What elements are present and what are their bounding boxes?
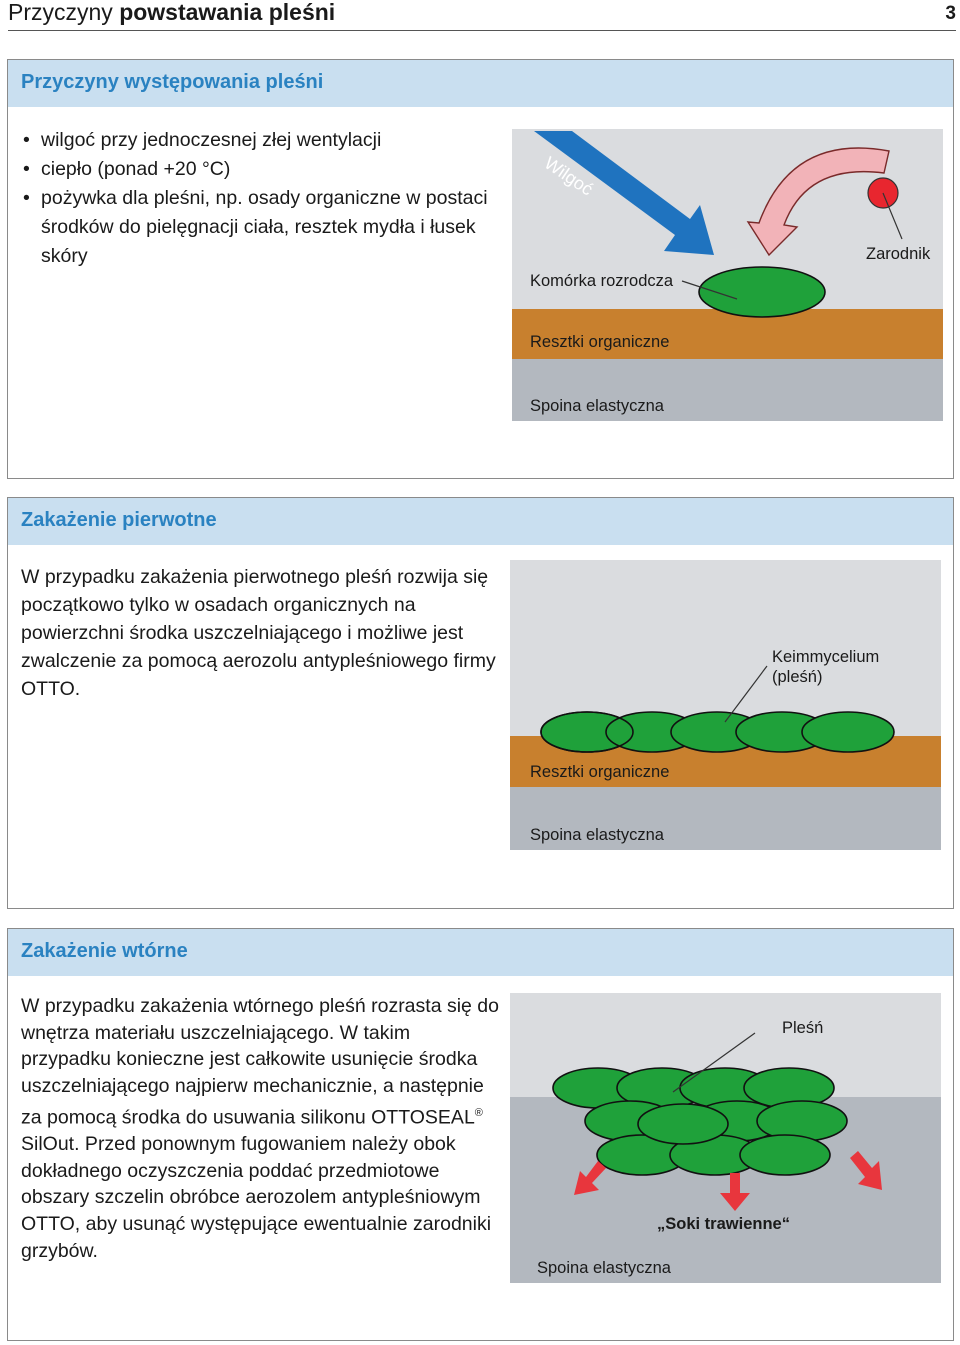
registered-mark: ® bbox=[474, 1106, 483, 1119]
mycelium-cell-icon bbox=[540, 711, 634, 753]
mycelium-label: Keimmycelium bbox=[772, 648, 879, 666]
mold-leader-line bbox=[672, 1032, 756, 1093]
digestive-juices-label: „Soki trawienne“ bbox=[657, 1215, 790, 1233]
mycelium-label-sub: (pleśń) bbox=[772, 668, 822, 686]
causes-list: wilgoć przy jednoczesnej złej wentylacji… bbox=[23, 126, 521, 271]
section-title: Przyczyny występowania pleśni bbox=[8, 60, 953, 107]
moisture-arrow-icon bbox=[534, 131, 714, 255]
mold-cell-icon bbox=[756, 1100, 848, 1142]
juice-arrow-down-icon bbox=[720, 1173, 750, 1211]
mold-cell-icon bbox=[637, 1103, 729, 1145]
mold-label: Pleśń bbox=[782, 1019, 823, 1037]
section-secondary-infection: Zakażenie wtórne W przypadku zakażenia w… bbox=[7, 928, 954, 1341]
secondary-infection-diagram: Pleśń „Soki trawienne“ Spoina elastyczna bbox=[510, 993, 941, 1283]
list-item: ciepło (ponad +20 °C) bbox=[23, 155, 521, 184]
organic-residue-label: Resztki organiczne bbox=[530, 763, 669, 781]
germ-cell-leader-line bbox=[681, 280, 738, 300]
joint-layer bbox=[510, 787, 941, 850]
spore-leader-line bbox=[882, 192, 903, 240]
juice-arrow-right-icon bbox=[850, 1151, 882, 1190]
primary-infection-diagram: Keimmycelium (pleśń) Resztki organiczne … bbox=[510, 560, 941, 850]
mold-causes-diagram: Wilgoć Zarodnik Komórka rozrodcza Resztk… bbox=[512, 129, 943, 421]
mycelium-cell-icon bbox=[801, 711, 895, 753]
spore-label: Zarodnik bbox=[866, 245, 931, 263]
section-title: Zakażenie pierwotne bbox=[8, 498, 953, 545]
organic-residue-label: Resztki organiczne bbox=[530, 333, 669, 351]
mold-cell-icon bbox=[739, 1134, 831, 1176]
secondary-infection-text: W przypadku zakażenia wtórnego pleśń roz… bbox=[21, 995, 499, 1262]
page-number: 3 bbox=[945, 3, 956, 24]
section-primary-infection: Zakażenie pierwotne W przypadku zakażeni… bbox=[7, 497, 954, 909]
germ-cell-label: Komórka rozrodcza bbox=[530, 272, 674, 290]
germ-cell-icon bbox=[698, 266, 826, 318]
page-title: Przyczyny powstawania pleśni bbox=[8, 0, 336, 25]
section-title: Zakażenie wtórne bbox=[8, 929, 953, 976]
joint-label: Spoina elastyczna bbox=[530, 397, 665, 415]
primary-infection-text: W przypadku zakażenia pierwotnego pleśń … bbox=[21, 566, 496, 700]
joint-layer bbox=[512, 359, 943, 421]
juice-arrow-left-icon bbox=[574, 1161, 606, 1195]
joint-label: Spoina elastyczna bbox=[537, 1259, 672, 1277]
section-mold-causes: Przyczyny występowania pleśni wilgoć prz… bbox=[7, 59, 954, 479]
list-item: pożywka dla pleśni, np. osady organiczne… bbox=[23, 184, 521, 271]
organic-residue-layer bbox=[512, 309, 943, 359]
page-header: Przyczyny powstawania pleśni 3 bbox=[8, 0, 956, 31]
mycelium-leader-line bbox=[724, 665, 768, 723]
joint-label: Spoina elastyczna bbox=[530, 826, 665, 844]
spore-fall-arrow-icon bbox=[746, 147, 890, 257]
air-background bbox=[510, 560, 941, 736]
list-item: wilgoć przy jednoczesnej złej wentylacji bbox=[23, 126, 521, 155]
